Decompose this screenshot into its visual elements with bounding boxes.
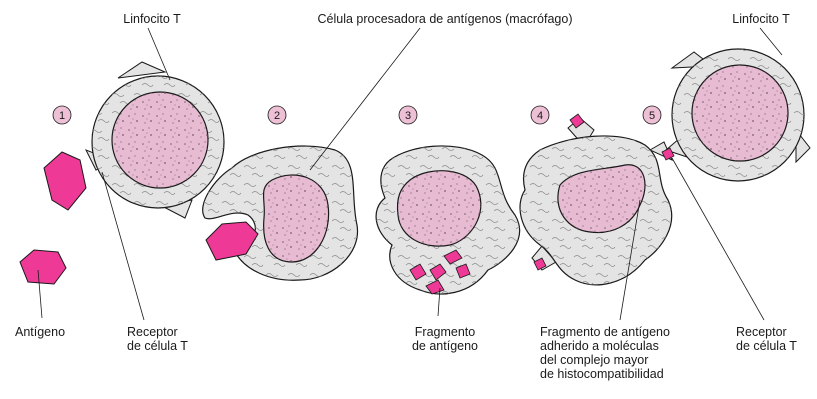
svg-text:2: 2 xyxy=(274,110,280,122)
t-lymphocyte-right xyxy=(666,49,810,181)
label-mhc-line3: del complejo mayor xyxy=(540,353,670,367)
label-fragment-line2: de antígeno xyxy=(400,339,490,353)
svg-text:4: 4 xyxy=(537,110,543,122)
label-receptor-right-line1: Receptor xyxy=(736,325,797,339)
step-marker-3: 3 xyxy=(399,106,417,124)
step-marker-4: 4 xyxy=(531,106,549,124)
label-macrophage: Célula procesadora de antígenos (macrófa… xyxy=(297,12,593,26)
label-mhc-line1: Fragmento de antígeno xyxy=(540,325,670,339)
svg-text:1: 1 xyxy=(59,110,65,122)
t-lymphocyte-left xyxy=(86,62,224,218)
label-mhc-line4: de histocompatibilidad xyxy=(540,367,670,381)
label-mhc-fragment: Fragmento de antígeno adherido a molécul… xyxy=(540,325,670,381)
antigen-left-lower xyxy=(20,250,66,284)
svg-text:3: 3 xyxy=(405,110,411,122)
step-marker-1: 1 xyxy=(53,106,71,124)
label-t-lymphocyte-right: Linfocito T xyxy=(715,12,807,26)
antigen-left-upper xyxy=(44,152,86,210)
macrophage-step-2 xyxy=(203,146,358,280)
label-receptor-left-line1: Receptor xyxy=(127,325,188,339)
label-receptor-left-line2: de célula T xyxy=(127,339,188,353)
svg-text:5: 5 xyxy=(649,110,655,122)
macrophage-step-3 xyxy=(376,146,520,294)
label-mhc-line2: adherido a moléculas xyxy=(540,339,670,353)
label-receptor-right-line2: de célula T xyxy=(736,339,797,353)
step-marker-2: 2 xyxy=(268,106,286,124)
macrophage-step-4 xyxy=(520,114,672,285)
label-fragment-line1: Fragmento xyxy=(400,325,490,339)
step-marker-5: 5 xyxy=(643,106,661,124)
label-receptor-left: Receptor de célula T xyxy=(127,325,188,353)
label-receptor-right: Receptor de célula T xyxy=(736,325,797,353)
label-antigen: Antígeno xyxy=(15,325,65,339)
label-t-lymphocyte-left: Linfocito T xyxy=(106,12,198,26)
label-fragment: Fragmento de antígeno xyxy=(400,325,490,353)
